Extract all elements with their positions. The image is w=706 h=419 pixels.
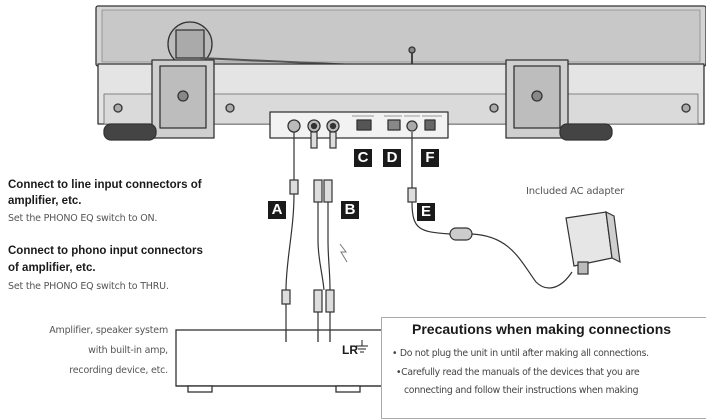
callout-d: D xyxy=(383,149,401,167)
callout-b: B xyxy=(341,201,359,219)
line-input-note: Set the PHONO EQ switch to ON. xyxy=(8,213,158,224)
amplifier-line-1: Amplifier, speaker system xyxy=(49,325,168,336)
precautions-title: Precautions when making connections xyxy=(412,321,672,337)
right-hinge-icon xyxy=(505,59,569,139)
turntable-rear-view xyxy=(95,5,706,141)
amplifier-box xyxy=(175,329,383,393)
precautions-box: Precautions when making connections • Do… xyxy=(381,317,706,419)
left-hinge-icon xyxy=(151,59,215,139)
phono-input-note: Set the PHONO EQ switch to THRU. xyxy=(8,281,169,292)
signal-direction-icon xyxy=(339,243,348,263)
precautions-item-2: •Carefully read the manuals of the devic… xyxy=(396,367,640,378)
ac-adapter-cable xyxy=(407,132,573,289)
phono-input-heading-1: Connect to phono input connectors xyxy=(8,245,203,257)
ac-adapter-icon xyxy=(565,210,621,275)
phono-input-heading-2: of amplifier, etc. xyxy=(8,262,96,274)
callout-a: A xyxy=(268,201,286,219)
amplifier-line-2: with built-in amp, xyxy=(88,345,168,356)
callout-e: E xyxy=(417,203,435,221)
callout-c: C xyxy=(354,149,372,167)
connection-diagram xyxy=(95,5,706,393)
ground-symbol-icon xyxy=(356,340,368,353)
amplifier-description: Amplifier, speaker system with built-in … xyxy=(10,325,168,385)
amplifier-line-3: recording device, etc. xyxy=(69,365,168,376)
ground-wire xyxy=(281,132,299,330)
adapter-label: Included AC adapter xyxy=(526,186,625,197)
precautions-item-3: connecting and follow their instructions… xyxy=(404,385,639,396)
line-input-heading-1: Connect to line input connectors of xyxy=(8,179,202,191)
line-input-heading-2: amplifier, etc. xyxy=(8,195,82,207)
callout-f: F xyxy=(421,149,439,167)
rca-cable xyxy=(310,131,337,330)
lr-label: LR xyxy=(342,343,358,357)
precautions-item-1: • Do not plug the unit in until after ma… xyxy=(392,348,649,359)
